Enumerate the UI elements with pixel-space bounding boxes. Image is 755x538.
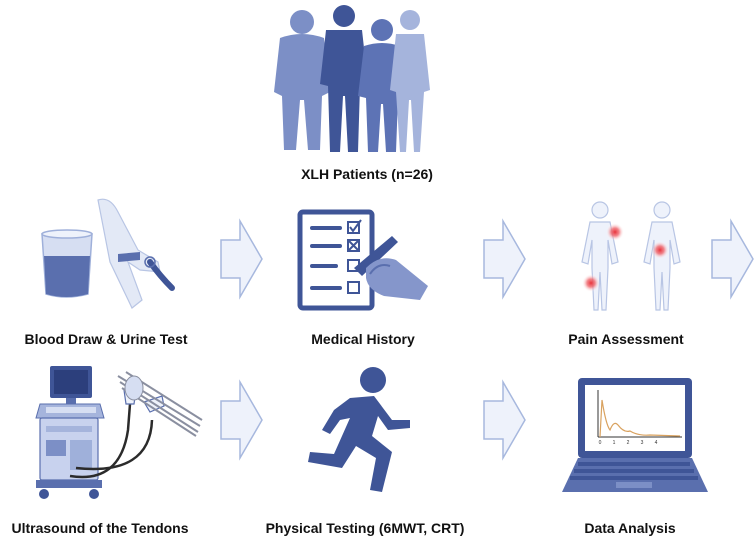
running-person-icon (308, 367, 410, 492)
blood-urine-icon (41, 198, 175, 309)
step-label-ultrasound: Ultrasound of the Tendons (11, 520, 189, 536)
patients-label: XLH Patients (n=26) (301, 166, 433, 182)
arrow-right-icon (220, 379, 263, 461)
step-label-pain: Pain Assessment (568, 331, 684, 347)
step-label-physical: Physical Testing (6MWT, CRT) (265, 520, 465, 536)
step-label-blood: Blood Draw & Urine Test (24, 331, 188, 347)
arrow-right-icon (220, 218, 263, 300)
axis-tick-label: 2 (627, 440, 630, 446)
patients-group-icon (274, 5, 430, 152)
ultrasound-machine-icon (35, 366, 203, 499)
step-label-data: Data Analysis (584, 520, 676, 536)
axis-tick-label: 0 (599, 440, 602, 446)
laptop-chart-icon: 0 1 2 3 4 (562, 378, 708, 492)
step-label-history: Medical History (311, 331, 415, 347)
axis-tick-label: 1 (613, 440, 616, 446)
checklist-icon (297, 209, 428, 311)
arrow-right-icon (711, 218, 754, 300)
axis-tick-label: 3 (641, 440, 644, 446)
arrow-right-icon (483, 218, 526, 300)
body-pain-icon (581, 201, 681, 311)
arrow-right-icon (483, 379, 526, 461)
axis-tick-label: 4 (655, 440, 658, 446)
